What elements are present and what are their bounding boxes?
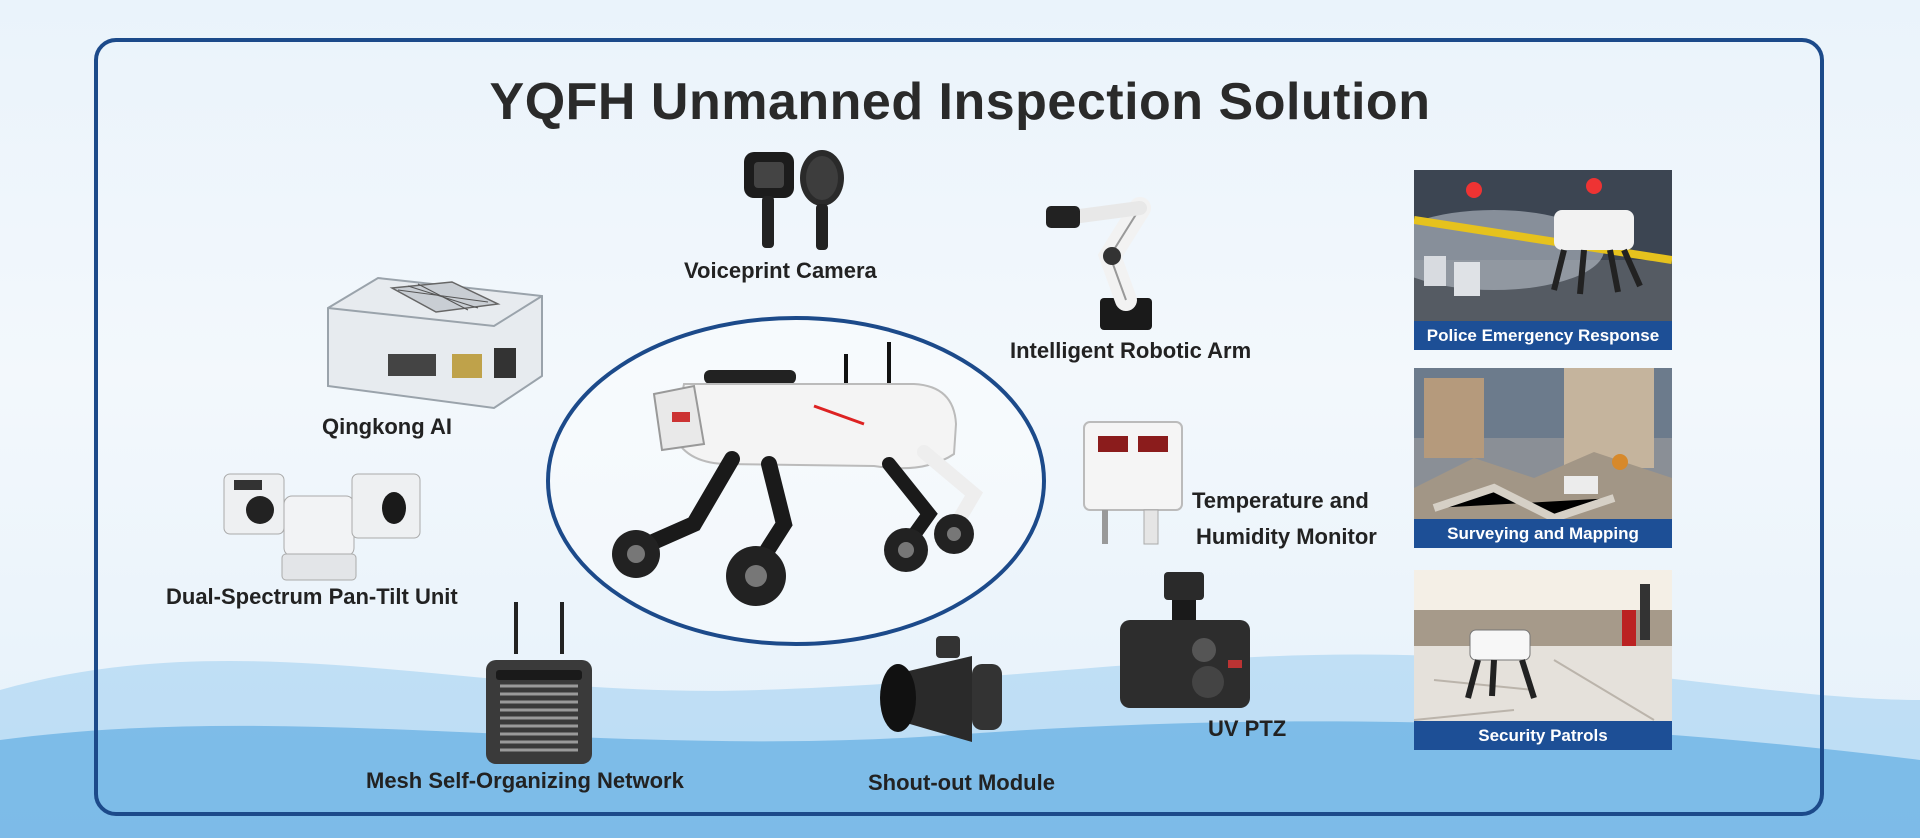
uv-ptz-label: UV PTZ (1208, 716, 1287, 741)
scenario-label: Surveying and Mapping (1414, 519, 1672, 548)
voiceprint-camera-label: Voiceprint Camera (684, 258, 877, 283)
voiceprint-camera-icon (744, 150, 844, 250)
dual-spectrum-ptz-icon (223, 473, 421, 581)
mesh-network-router-icon (486, 602, 592, 764)
page-title: YQFH Unmanned Inspection Solution (489, 73, 1431, 131)
scenario-label: Police Emergency Response (1414, 321, 1672, 350)
qingkong-ai-box-icon (327, 276, 543, 410)
scenario-security-patrols: Security Patrols (1414, 570, 1672, 750)
security-patrols-photo (1414, 570, 1672, 750)
robotic-arm-label: Intelligent Robotic Arm (1010, 338, 1252, 363)
qingkong-ai-label: Qingkong AI (322, 414, 452, 439)
scenario-police-emergency: Police Emergency Response (1414, 170, 1672, 350)
temperature-humidity-sensor-icon (1083, 421, 1183, 545)
shout-out-label: Shout-out Module (868, 770, 1055, 795)
scenario-label: Security Patrols (1414, 721, 1672, 750)
robotic-arm-icon (1046, 197, 1152, 330)
uv-ptz-camera-icon (1120, 572, 1250, 708)
scenario-surveying-mapping: Surveying and Mapping (1414, 368, 1672, 548)
mesh-network-label: Mesh Self-Organizing Network (366, 768, 684, 793)
temp-humidity-label-line2: Humidity Monitor (1196, 524, 1377, 549)
dual-spectrum-label: Dual-Spectrum Pan-Tilt Unit (166, 584, 458, 609)
temp-humidity-label-line1: Temperature and (1192, 488, 1369, 513)
shout-out-speaker-icon (880, 636, 1002, 742)
robot-dog-image (546, 316, 1046, 646)
content-frame (94, 38, 1824, 816)
